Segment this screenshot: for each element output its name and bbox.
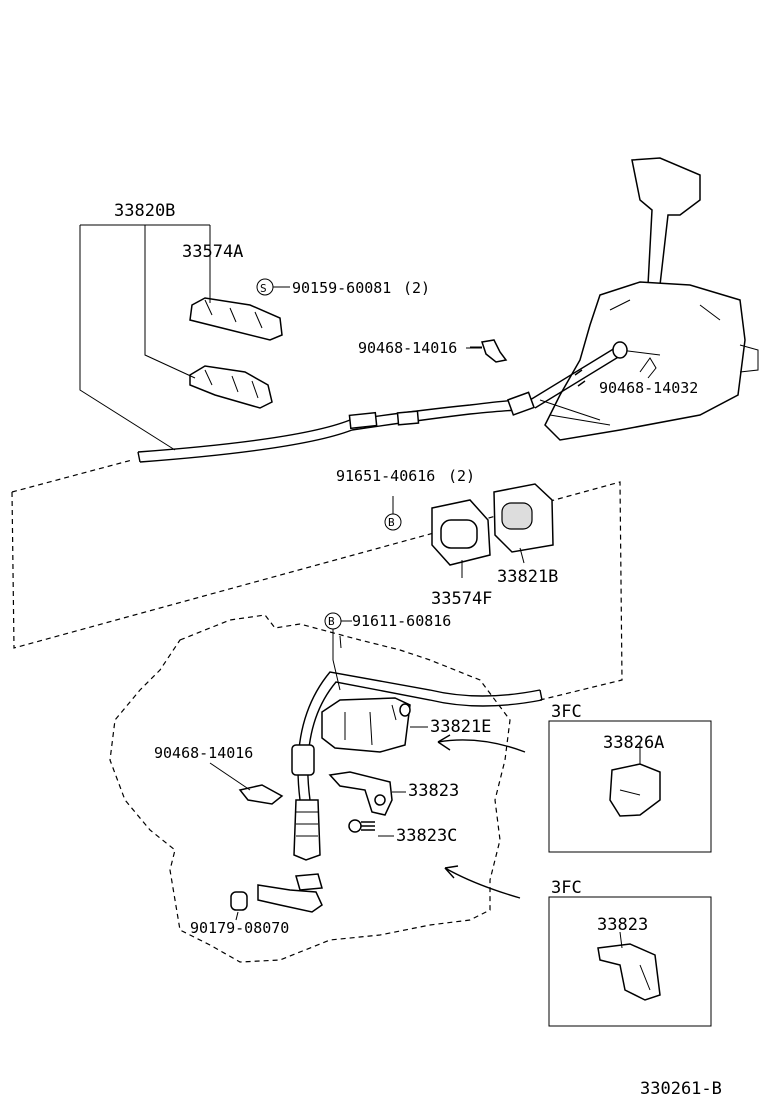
clip-90468-lower — [209, 762, 284, 805]
inset-1-title: 3FC — [551, 702, 582, 722]
label-33574f: 33574F — [431, 589, 492, 609]
label-90468-lower: 90468-14016 — [154, 744, 253, 762]
leaders-33820b — [79, 224, 211, 451]
transmission-outline — [109, 614, 511, 963]
label-33574a: 33574A — [182, 242, 243, 262]
label-90159: 90159-60081 — [292, 279, 391, 297]
shift-cable-lower — [291, 671, 543, 861]
label-33820b: 33820B — [114, 201, 175, 221]
lever-33823 — [328, 771, 393, 816]
diagram-code: 330261-B — [640, 1079, 722, 1099]
grommet-33821b — [493, 483, 554, 564]
inset-2 — [548, 896, 712, 1027]
label-33821b: 33821B — [497, 567, 558, 587]
shift-lever-assembly — [539, 157, 759, 441]
leader-91611 — [339, 635, 342, 649]
label-90159-qty: (2) — [403, 279, 430, 297]
b-marker-91611-drop — [332, 629, 341, 691]
shift-cable-upper — [137, 391, 535, 463]
inset-2-part: 33823 — [597, 915, 648, 935]
label-33823: 33823 — [408, 781, 459, 801]
bushing-90179 — [230, 873, 323, 913]
clip-33820b — [189, 365, 273, 409]
inset-arrows — [437, 734, 526, 899]
label-33823c: 33823C — [396, 826, 457, 846]
label-90468-upper: 90468-14016 — [358, 339, 457, 357]
label-s-marker: S — [260, 282, 267, 295]
inset-2-title: 3FC — [551, 878, 582, 898]
leader-90179 — [235, 911, 239, 921]
label-91651-qty: (2) — [448, 467, 475, 485]
bolt-33823c — [348, 819, 375, 833]
inset-1 — [548, 720, 712, 853]
clip-33574a — [189, 297, 283, 341]
shift-rod — [529, 341, 628, 409]
label-91611: 91611-60816 — [352, 612, 451, 630]
clip-90468-upper — [466, 339, 508, 363]
label-91651: 91651-40616 — [336, 467, 435, 485]
label-b-marker-91651: B — [388, 516, 395, 529]
grommet-33574f — [431, 499, 491, 578]
inset-1-part: 33826A — [603, 733, 664, 753]
label-b-marker-91611: B — [328, 615, 335, 628]
label-90468-14032: 90468-14032 — [599, 379, 698, 397]
label-90179: 90179-08070 — [190, 919, 289, 937]
clip-90468-right — [639, 357, 657, 379]
dashed-outline — [11, 459, 623, 701]
label-33821e: 33821E — [430, 717, 491, 737]
bracket-33821e — [321, 697, 411, 753]
